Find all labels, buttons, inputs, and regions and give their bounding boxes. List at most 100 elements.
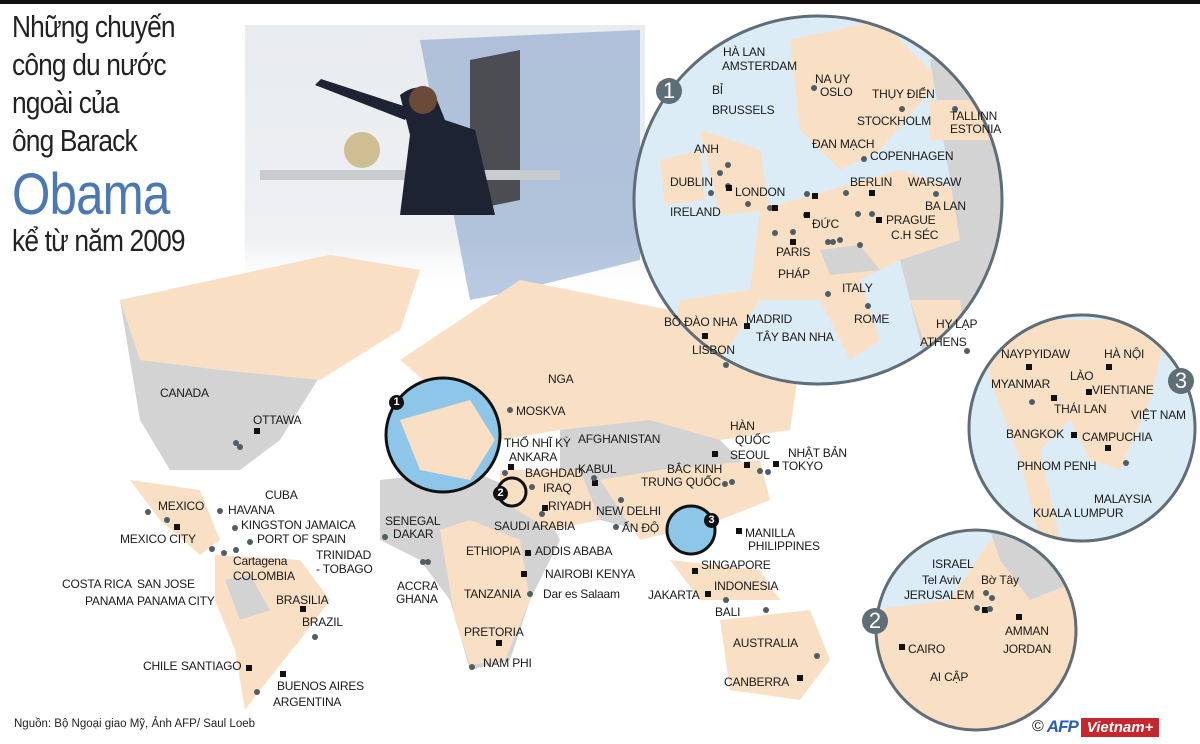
map-label: AFGHANISTAN [578, 432, 661, 446]
map-label: JAKARTA [648, 588, 700, 602]
city-marker [983, 590, 989, 596]
city-marker [825, 239, 831, 245]
map-label: TANZANIA [464, 587, 521, 601]
city-marker [855, 211, 861, 217]
capital-marker [702, 333, 708, 339]
map-label: MEXICO [158, 499, 205, 513]
inset-europe-label: ITALY [842, 281, 873, 295]
city-marker [865, 303, 871, 309]
inset-middle-east-label: JORDAN [1003, 642, 1052, 656]
inset-middle-east-label: Bờ Tây [981, 573, 1019, 587]
inset-southeast-asia [967, 313, 1197, 543]
city-marker [209, 546, 215, 552]
capital-marker [521, 571, 527, 577]
capital-marker [525, 550, 531, 556]
inset-middle-east [874, 528, 1078, 732]
mini-badge-1: 1 [389, 395, 404, 410]
city-marker [790, 229, 796, 235]
inset-europe-label: ĐỨC [812, 217, 839, 231]
mini-circle-southeast-asia[interactable] [665, 504, 717, 556]
map-label: SAN JOSE [137, 577, 195, 591]
city-marker [825, 291, 831, 297]
inset-europe-label: C.H SÉC [891, 228, 939, 242]
copyright-symbol: © [1032, 718, 1044, 735]
inset-europe-label: ĐAN MẠCH [812, 137, 875, 151]
city-marker [221, 550, 227, 556]
capital-marker [174, 524, 180, 530]
inset-europe-label: BỒ ĐÀO NHA [664, 315, 738, 329]
capital-marker [280, 671, 286, 677]
capital-marker [744, 323, 750, 329]
map-label: THỔ NHĨ KỲ [504, 436, 571, 450]
map-label: ACCRA [397, 579, 439, 593]
map-label: BẮC KINH [667, 462, 723, 476]
map-label: NAIROBI KENYA [545, 567, 635, 581]
inset-europe-label: PRAGUE [886, 213, 936, 227]
map-label: PHILIPPINES [748, 539, 820, 553]
title-name: Obama [12, 162, 170, 227]
map-label: SENEGAL [385, 514, 441, 528]
map-label: Dar es Salaam [543, 587, 620, 601]
city-marker [964, 348, 970, 354]
mini-circle-europe[interactable] [384, 376, 502, 494]
city-marker [974, 605, 980, 611]
inset-europe-label: OSLO [820, 85, 853, 99]
capital-marker [592, 480, 598, 486]
inset-europe-label: HY LẠP [936, 317, 978, 331]
inset-europe-label: LISBON [692, 343, 735, 357]
inset-europe-label: STOCKHOLM [857, 114, 931, 128]
inset-southeast-asia-label: VIENTIANE [1092, 383, 1154, 397]
title-line: kể từ năm 2009 [12, 223, 186, 258]
city-markers [145, 85, 1129, 695]
city-marker [164, 517, 170, 523]
inset-southeast-asia-label: CAMPUCHIA [1082, 430, 1153, 444]
city-marker [1123, 460, 1129, 466]
capital-marker [804, 212, 810, 218]
city-marker [837, 237, 843, 243]
city-marker [830, 239, 836, 245]
inset-europe-label: AMSTERDAM [722, 59, 797, 73]
photo-obama-air-force-one [245, 25, 645, 300]
title-line: công du nước [12, 47, 166, 82]
map-label: NGA [548, 372, 574, 386]
inset-middle-east-label: CAIRO [908, 642, 946, 656]
map-label: PANAMA [85, 594, 134, 608]
map-label: PANAMA CITY [137, 594, 215, 608]
map-label: CANADA [160, 386, 209, 400]
capital-marker [712, 451, 718, 457]
map-label: ARGENTINA [273, 695, 342, 709]
map-label: Cartagena [233, 554, 288, 568]
capital-marker [797, 675, 803, 681]
inset-europe [632, 14, 1004, 386]
city-marker [814, 653, 820, 659]
inset-europe-label: WARSAW [908, 175, 962, 189]
city-marker [722, 481, 728, 487]
city-marker [217, 508, 223, 514]
map-label: RIYADH [548, 499, 592, 513]
city-marker [145, 509, 151, 515]
city-marker [237, 444, 243, 450]
map-label: ADDIS ABABA [535, 544, 613, 558]
inset-europe-label: PHÁP [778, 267, 810, 281]
mini-badge-2: 2 [493, 486, 508, 501]
capital-marker [496, 640, 502, 646]
map-label: - TOBAGO [316, 562, 373, 576]
capital-marker [1106, 364, 1112, 370]
mini-badge-3: 3 [704, 513, 719, 528]
map-label: AUSTRALIA [733, 636, 798, 650]
city-marker [987, 606, 993, 612]
capital-marker [772, 205, 778, 211]
map-label: COSTA RICA [62, 577, 132, 591]
map-label: TOKYO [782, 459, 823, 473]
map-label: NAM PHI [483, 656, 532, 670]
city-marker [725, 162, 731, 168]
map-label: IRAQ [543, 481, 572, 495]
inset-europe-label: BRUSSELS [712, 103, 775, 117]
city-marker [861, 156, 867, 162]
city-marker [254, 689, 260, 695]
inset-southeast-asia-label: KUALA LUMPUR [1033, 506, 1124, 520]
city-marker [772, 230, 778, 236]
inset-southeast-asia-label: HÀ NỘI [1104, 347, 1145, 361]
inset-southeast-asia-label: THÁI LAN [1054, 402, 1107, 416]
